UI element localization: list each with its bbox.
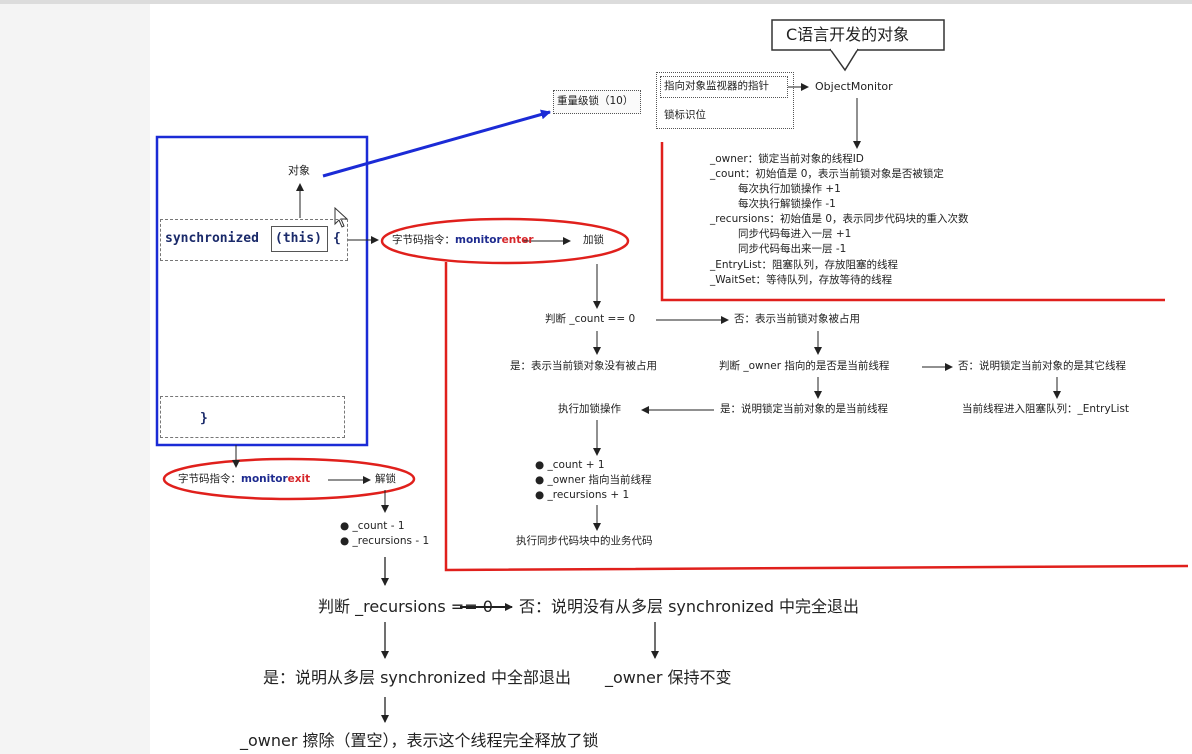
- check-recursions: 判断 _recursions == 0: [318, 597, 493, 616]
- monitor-field-count-dec: 每次执行解锁操作 -1: [738, 198, 836, 210]
- callout-text: C语言开发的对象: [786, 25, 910, 44]
- object-label: 对象: [288, 164, 310, 177]
- exit-monitor: monitor: [241, 473, 288, 485]
- monitor-field-count: _count：初始值是 0，表示当前锁对象是否被锁定: [710, 168, 944, 180]
- enter-ellipse: [380, 217, 630, 265]
- lock-update-owner: ● _owner 指向当前线程: [535, 474, 652, 486]
- callout-tail: [829, 48, 859, 72]
- enter-entrylist: 当前线程进入阻塞队列：_EntryList: [962, 403, 1130, 415]
- exit-result: 解锁: [375, 473, 396, 485]
- sync-open-brace: {: [333, 231, 341, 246]
- callout-box: [771, 19, 945, 51]
- mark-word-flag: 锁标识位: [664, 109, 706, 121]
- lock-update-recursions: ● _recursions + 1: [535, 489, 630, 501]
- object-monitor-label: ObjectMonitor: [815, 80, 893, 93]
- exec-lock: 执行加锁操作: [558, 403, 621, 415]
- sync-keyword: synchronized: [165, 231, 259, 246]
- monitor-field-count-inc: 每次执行加锁操作 +1: [738, 183, 841, 195]
- enter-prefix: 字节码指令：: [392, 234, 455, 246]
- this-box: [271, 226, 328, 252]
- top-border: [0, 0, 1192, 4]
- monitor-field-entrylist: _EntryList：阻塞队列，存放阻塞的线程: [710, 259, 899, 271]
- left-margin: [0, 4, 150, 754]
- sync-this: (this): [275, 231, 322, 246]
- monitor-field-recursions: _recursions：初始值是 0，表示同步代码块的重入次数: [710, 213, 969, 225]
- yes-not-occupied: 是：表示当前锁对象没有被占用: [510, 360, 657, 372]
- enter-monitor: monitor: [455, 234, 502, 246]
- enter-region-border: [444, 262, 1189, 572]
- mark-word-box: [656, 72, 794, 129]
- exit-instruction: 字节码指令：monitorexit: [178, 473, 310, 486]
- monitor-field-owner: _owner：锁定当前对象的线程ID: [710, 153, 864, 165]
- monitor-region-border: [660, 142, 1165, 302]
- exit-exit: exit: [287, 473, 311, 485]
- no-other-thread: 否：说明锁定当前对象的是其它线程: [958, 360, 1126, 372]
- mark-word-pointer: 指向对象监视器的指针: [664, 80, 769, 92]
- exec-business: 执行同步代码块中的业务代码: [516, 535, 653, 547]
- exit-ellipse: [162, 457, 416, 501]
- heavy-lock-box: [553, 90, 641, 114]
- monitor-field-waitset: _WaitSet：等待队列，存放等待的线程: [710, 274, 893, 286]
- yes-current-thread: 是：说明锁定当前对象的是当前线程: [720, 403, 888, 415]
- sync-close-brace: }: [200, 411, 208, 426]
- mark-word-pointer-box: [660, 76, 788, 98]
- check-count: 判断 _count == 0: [545, 313, 636, 325]
- lock-update-count: ● _count + 1: [535, 459, 605, 471]
- yes-fully: 是：说明从多层 synchronized 中全部退出: [263, 668, 572, 687]
- exit-update-count: ● _count - 1: [340, 520, 405, 532]
- check-owner: 判断 _owner 指向的是否是当前线程: [719, 360, 890, 372]
- no-occupied: 否：表示当前锁对象被占用: [734, 313, 860, 325]
- enter-enter: enter: [501, 234, 534, 246]
- enter-instruction: 字节码指令：monitorenter: [392, 234, 534, 247]
- no-not-fully: 否：说明没有从多层 synchronized 中完全退出: [519, 597, 860, 616]
- enter-result: 加锁: [583, 234, 604, 246]
- owner-unchanged: _owner 保持不变: [605, 668, 732, 687]
- sync-line-box: [160, 219, 348, 261]
- object-to-lock-arrow: [322, 109, 551, 178]
- code-block-border: [155, 135, 369, 447]
- heavy-lock-label: 重量级锁（10）: [557, 95, 634, 107]
- owner-cleared: _owner 擦除（置空），表示这个线程完全释放了锁: [240, 731, 599, 750]
- exit-update-recursions: ● _recursions - 1: [340, 535, 430, 547]
- close-line-box: [160, 396, 345, 438]
- exit-prefix: 字节码指令：: [178, 473, 241, 485]
- monitor-field-recursions-inc: 同步代码每进入一层 +1: [738, 228, 852, 240]
- monitor-field-recursions-dec: 同步代码每出来一层 -1: [738, 243, 847, 255]
